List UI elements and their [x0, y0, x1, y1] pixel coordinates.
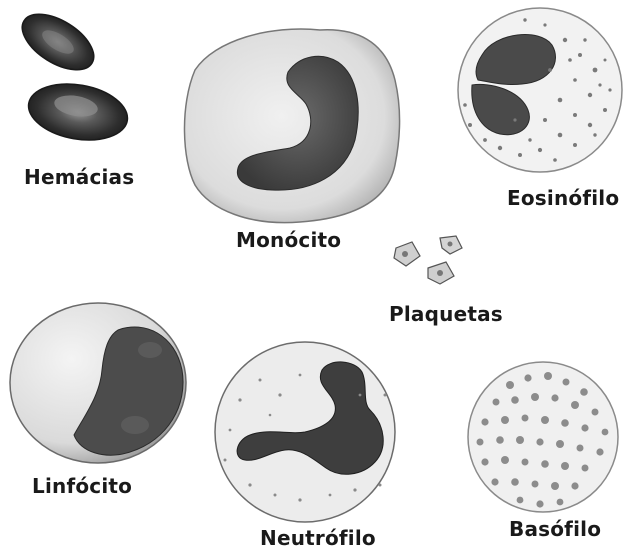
label-basofilo: Basófilo: [509, 517, 601, 541]
linfocito-cell: [10, 303, 186, 463]
label-monocito: Monócito: [236, 228, 341, 252]
eosinofilo-cell: [458, 8, 622, 172]
hemacias-cells: [13, 3, 132, 147]
label-eosinofilo: Eosinófilo: [507, 186, 619, 210]
label-hemacias: Hemácias: [24, 165, 134, 189]
label-linfocito: Linfócito: [32, 474, 132, 498]
neutrofilo-cell: [215, 342, 395, 522]
monocito-cell: [184, 29, 399, 223]
plaquetas-cells: [394, 236, 462, 284]
label-neutrofilo: Neutrófilo: [260, 526, 376, 550]
basofilo-cell: [468, 362, 618, 512]
label-plaquetas: Plaquetas: [389, 302, 503, 326]
